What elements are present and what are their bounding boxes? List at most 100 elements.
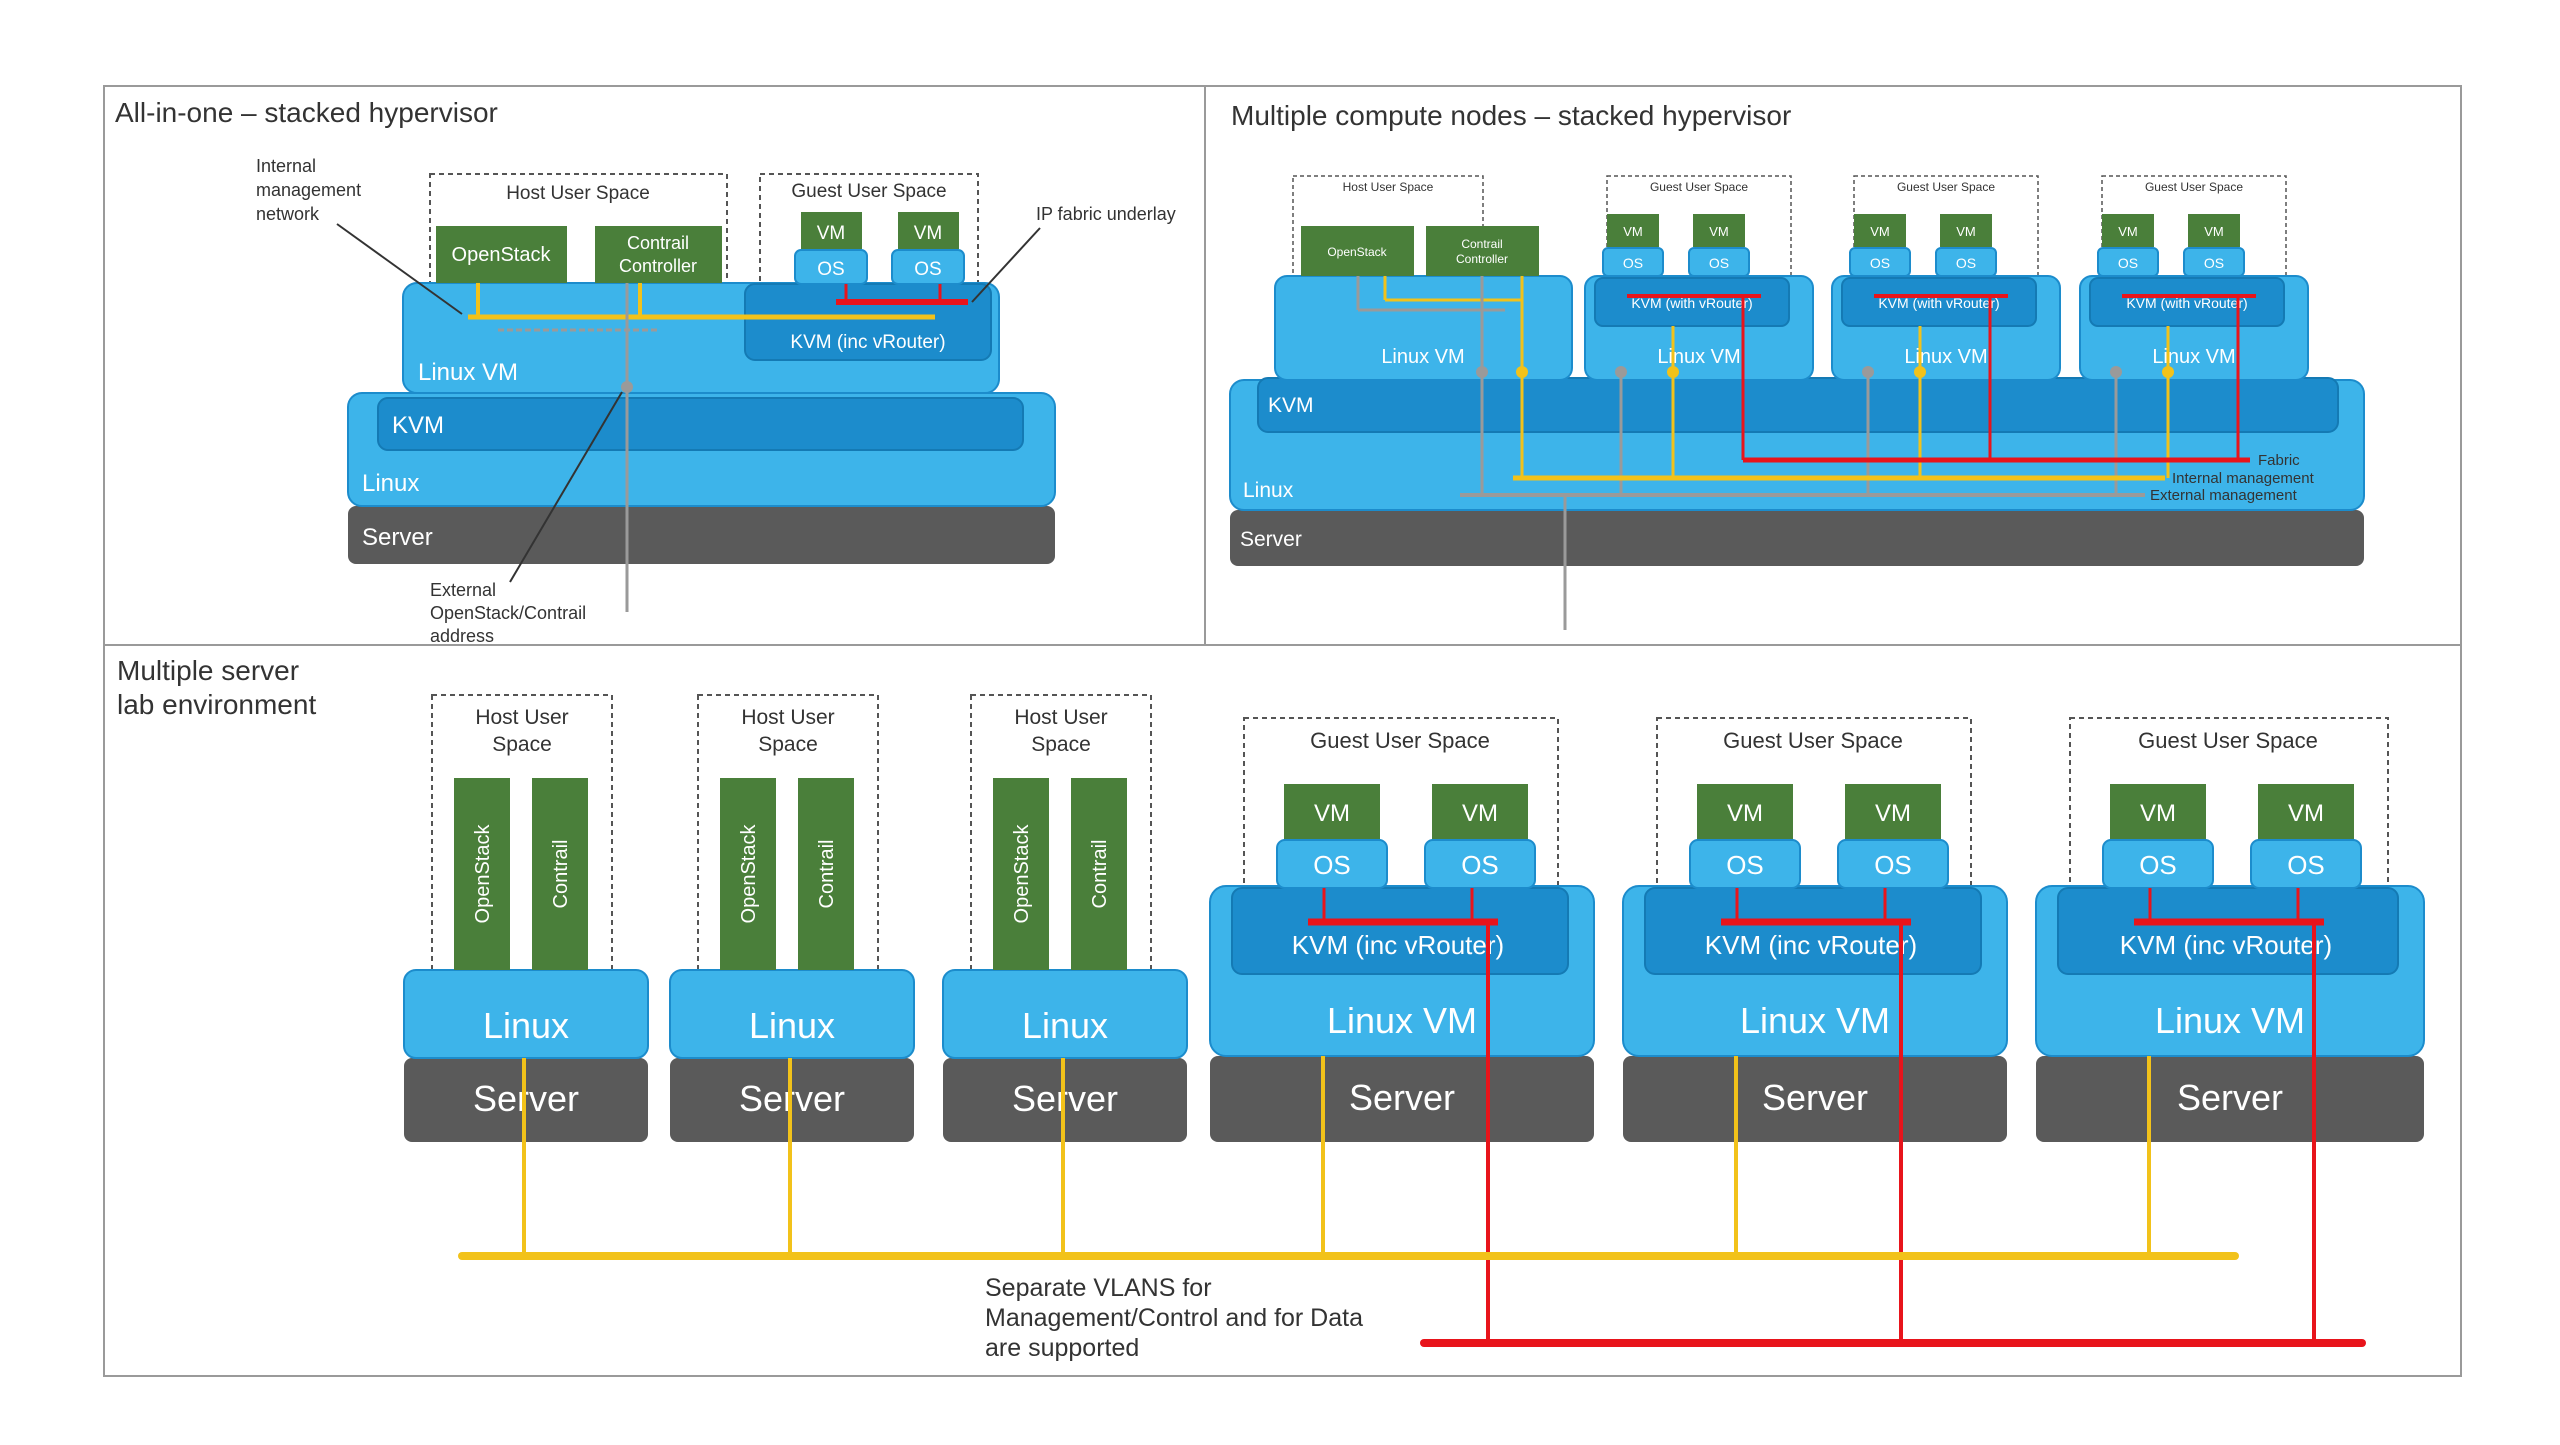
server-label: Server [1349,1077,1455,1118]
vm-block [1697,784,1793,840]
os-block [1276,839,1388,889]
vm-label: VM [1623,224,1643,239]
vm-label: VM [1709,224,1729,239]
internal-mgmt-callout: Internal [256,156,316,176]
host-user-space-label: Space [492,733,552,756]
ext-node [1476,366,1488,378]
contrail-block [798,778,854,970]
contrail-block [532,778,588,970]
os-label: OS [1870,255,1890,271]
server-label: Server [1762,1077,1868,1118]
lab-diagram: Host UserSpaceServerLinuxOpenStackContra… [403,694,2425,1362]
kvm-vrouter-block [1231,887,1569,975]
server-block [2036,1056,2424,1142]
linux-label: Linux [483,1005,569,1046]
openstack-block [993,778,1049,970]
openstack-block [436,226,567,283]
openstack-block [454,778,510,970]
guest-user-space-label: Guest User Space [1723,728,1903,753]
guest-user-space-box [2069,717,2389,897]
ip-fabric-callout: IP fabric underlay [1036,204,1176,224]
guest-user-space-label: Guest User Space [2138,728,2318,753]
contrail-controller-block [1426,226,1539,276]
guest-user-space-label: Guest User Space [1897,180,1995,194]
panel-frame [103,85,2462,1377]
os-block [1935,247,1997,277]
contrail-block [1071,778,1127,970]
os-block [1424,839,1536,889]
mgmt-node [1516,366,1528,378]
all-in-one-diagram: Server Linux KVM Host User Space Guest U… [256,156,1176,646]
vm-block [2188,214,2240,247]
kvm-vrouter-label: KVM (inc vRouter) [2120,930,2332,960]
kvm-vrouter-block [1594,277,1790,327]
vlans-note: Management/Control and for Data [985,1304,1363,1332]
callout-leader [509,391,623,583]
os-block [1849,247,1911,277]
server-label: Server [362,524,433,551]
kvm-vrouter-block [2089,277,2285,327]
linux-vm-label: Linux VM [1657,346,1740,368]
vm-label: VM [1956,224,1976,239]
guest-user-space-label: Guest User Space [1310,728,1490,753]
host-user-space-label: Host User [1014,706,1107,729]
host-node-group: Host UserSpaceServerLinuxOpenStackContra… [403,694,1188,1256]
server-block [348,506,1055,564]
vm-label: VM [1462,800,1498,827]
linux-vm-label: Linux VM [418,359,518,386]
os-label: OS [2118,255,2138,271]
compute-nodes-diagram: Server Linux KVM Host User Space Linux V… [1229,175,2365,630]
kvm-vrouter-label: KVM (with vRouter) [1631,295,1752,311]
vm-block [1284,784,1380,840]
vm-label: VM [2204,224,2224,239]
server-label: Server [2177,1077,2283,1118]
kvm-vrouter-block [1644,887,1982,975]
openstack-label: OpenStack [1327,245,1387,259]
panel-title-lab-line1: Multiple server [117,655,299,686]
vm-label: VM [914,223,943,244]
host-user-space-label: Host User [741,706,834,729]
openstack-label: OpenStack [452,244,552,266]
openstack-label: OpenStack [738,824,760,924]
contrail-controller-block [595,226,722,283]
server-block [1210,1056,1594,1142]
callout-leader [971,227,1041,303]
linux-label: Linux [749,1005,835,1046]
contrail-controller-label-2: Controller [1456,252,1508,266]
linux-vm-label: Linux VM [1904,346,1987,368]
ext-node [1615,366,1627,378]
host-user-space-box [429,173,728,285]
host-user-space-box [697,694,879,973]
kvm-vrouter-label: KVM (with vRouter) [2126,295,2247,311]
vlans-note: are supported [985,1334,1139,1362]
vm-block [1607,214,1659,247]
host-user-space-label: Host User Space [1343,180,1434,194]
os-label: OS [2287,850,2325,880]
os-label: OS [1956,255,1976,271]
external-callout: OpenStack/Contrail [430,603,586,623]
linux-label: Linux [362,470,419,497]
kvm-label: KVM [392,412,444,439]
server-block [1230,510,2364,566]
vm-block [1693,214,1745,247]
vm-block [1854,214,1906,247]
server-label: Server [739,1078,845,1119]
legend-internal-mgmt: Internal management [2172,470,2315,487]
os-block [2250,839,2362,889]
os-label: OS [1623,255,1643,271]
legend-external-mgmt: External management [2150,487,2298,504]
host-user-space-label: Host User Space [506,183,650,204]
os-label: OS [817,259,844,280]
vm-block [2110,784,2206,840]
guest-user-space-label: Guest User Space [791,181,946,202]
host-user-space-box [431,694,613,973]
os-block [2183,247,2245,277]
vm-label: VM [1727,800,1763,827]
panel-title-all-in-one: All-in-one – stacked hypervisor [115,97,498,128]
contrail-controller-label-2: Controller [619,256,697,276]
kvm-vrouter-block [1841,277,2037,327]
contrail-controller-label-1: Contrail [1461,237,1502,251]
